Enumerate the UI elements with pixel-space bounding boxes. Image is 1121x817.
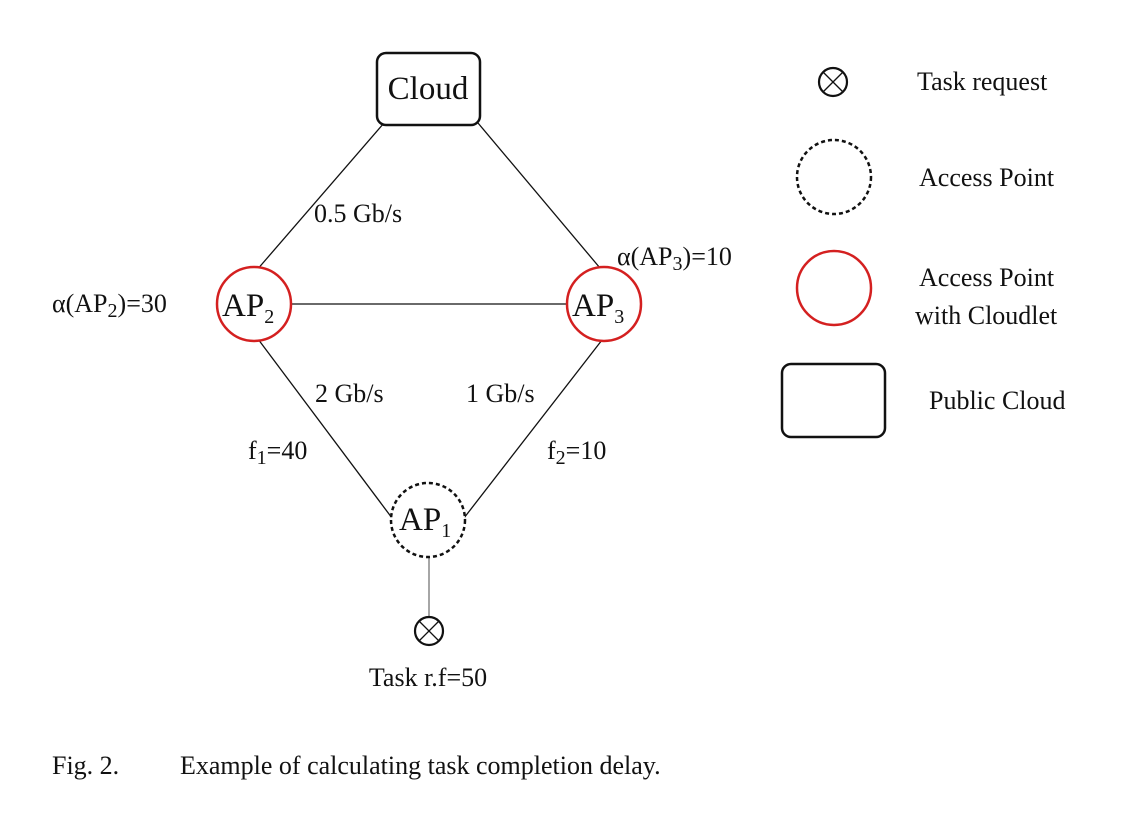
edge-label-cloud-ap2: 0.5 Gb/s xyxy=(314,199,402,228)
ap3-label: AP3 xyxy=(572,288,624,328)
access-point-cloudlet-shape xyxy=(565,265,643,343)
legend: Task request Access Point Access Point w… xyxy=(780,66,1066,439)
edge-ap2-ap1 xyxy=(257,338,393,519)
legend-item-public-cloud: Public Cloud xyxy=(780,362,1066,439)
ap2-alpha-label: α(AP2)=30 xyxy=(52,289,167,322)
public-cloud-icon xyxy=(780,362,887,439)
cloud-node: Cloud xyxy=(375,51,482,127)
edges xyxy=(255,122,603,618)
ap1-label: AP1 xyxy=(399,502,451,542)
access-point-shape xyxy=(389,481,467,559)
ap1-node: AP1 xyxy=(389,481,467,559)
legend-item-task-request: Task request xyxy=(817,66,1048,98)
cloud-label: Cloud xyxy=(388,71,469,107)
task-node: Task r.f=50 xyxy=(369,615,487,692)
legend-item-access-point: Access Point xyxy=(795,138,1055,216)
legend-label-line2: with Cloudlet xyxy=(915,301,1058,330)
legend-label: Task request xyxy=(917,67,1048,96)
ap2-label: AP2 xyxy=(222,288,274,328)
edge-cloud-ap2 xyxy=(255,122,385,272)
task-label: Task r.f=50 xyxy=(369,663,487,692)
legend-label: Access Point xyxy=(919,163,1055,192)
legend-label-line1: Access Point xyxy=(919,263,1055,292)
ap3-node: AP3 α(AP3)=10 xyxy=(565,242,732,343)
ap2-node: AP2 α(AP2)=30 xyxy=(52,265,293,343)
f1-label: f1=40 xyxy=(248,436,307,469)
f2-label: f2=10 xyxy=(547,436,606,469)
task-request-icon xyxy=(817,66,849,98)
public-cloud-shape xyxy=(375,51,482,127)
legend-item-access-point-cloudlet: Access Point with Cloudlet xyxy=(795,249,1058,330)
caption-text: Example of calculating task completion d… xyxy=(180,751,661,780)
edge-cloud-ap3 xyxy=(477,122,601,269)
ap3-alpha-label: α(AP3)=10 xyxy=(617,242,732,275)
figure-caption: Fig. 2. Example of calculating task compl… xyxy=(52,751,661,780)
edge-label-ap3-ap1: 1 Gb/s xyxy=(466,379,535,408)
access-point-icon xyxy=(795,138,873,216)
legend-label: Public Cloud xyxy=(929,386,1066,415)
edge-label-ap2-ap1: 2 Gb/s xyxy=(315,379,384,408)
access-point-cloudlet-shape xyxy=(215,265,293,343)
access-point-cloudlet-icon xyxy=(795,249,873,327)
task-request-icon xyxy=(413,615,445,647)
edge-ap3-ap1 xyxy=(463,339,603,519)
caption-prefix: Fig. 2. xyxy=(52,751,119,780)
